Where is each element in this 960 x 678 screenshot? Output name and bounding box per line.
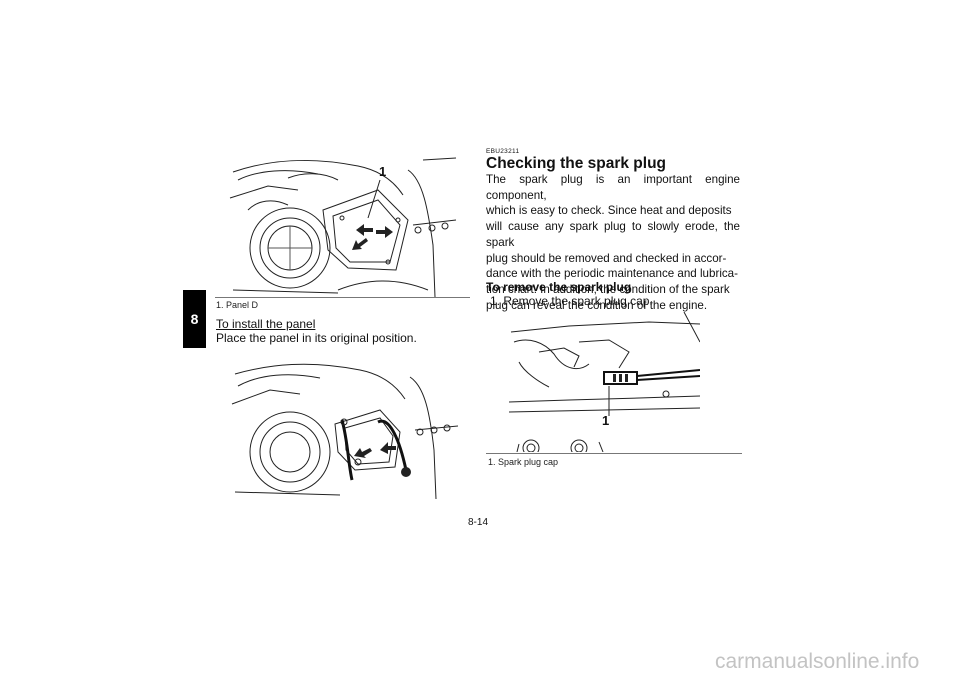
paragraph-line: dance with the periodic maintenance and …: [486, 267, 738, 281]
figure3-callout: 1: [602, 413, 610, 428]
section-heading: Checking the spark plug: [486, 155, 667, 172]
figure3-caption: 1. Spark plug cap: [488, 457, 559, 467]
paragraph-line: plug can reveal the condition of the eng…: [486, 298, 708, 312]
section-code: EBU23211: [486, 148, 520, 155]
install-heading: To install the panel: [216, 317, 316, 331]
figure-panel-install: [230, 352, 458, 499]
page-number: 8-14: [468, 517, 489, 528]
figure3-caption-rule: [486, 453, 742, 454]
spark-plug-cap-illustration: [509, 312, 700, 452]
watermark: carmanualsonline.info: [715, 650, 920, 673]
figure-panel-d: 1: [228, 150, 457, 297]
paragraph-line: will cause any spark plug to slowly erod…: [486, 220, 740, 249]
section-tab: 8: [183, 290, 206, 348]
panel-install-illustration: [231, 363, 458, 499]
panel-d-illustration: [229, 157, 457, 297]
figure1-callout: 1: [379, 164, 387, 179]
paragraph-line: tion chart. In addition, the condition o…: [486, 282, 730, 296]
paragraph-line: which is easy to check. Since heat and d…: [486, 204, 732, 218]
figure1-caption: 1. Panel D: [216, 300, 259, 310]
step-1: 1. Remove the spark plug cap.: [490, 294, 653, 308]
install-text: Place the panel in its original position…: [216, 331, 417, 345]
intro-paragraph: The spark plug is an important engine co…: [486, 172, 740, 313]
figure-spark-plug-cap: 1: [509, 312, 700, 452]
figure1-caption-rule: [215, 297, 470, 298]
paragraph-line: plug should be removed and checked in ac…: [486, 251, 727, 265]
remove-heading: To remove the spark plug: [486, 280, 632, 294]
paragraph-line: The spark plug is an important engine co…: [486, 173, 740, 202]
